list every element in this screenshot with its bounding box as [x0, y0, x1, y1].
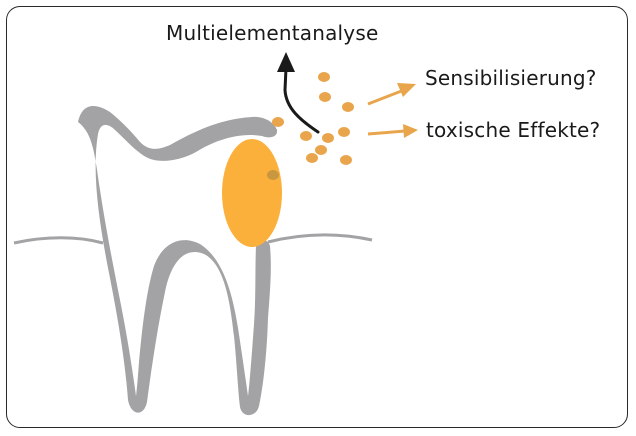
particle: [322, 133, 334, 143]
analysis-label: Multielementanalyse: [166, 22, 378, 44]
sensitization-arrow: [368, 90, 404, 104]
particle: [342, 102, 354, 112]
particle: [315, 145, 327, 155]
particle: [300, 131, 312, 141]
sensitization-arrowhead: [397, 83, 416, 97]
particle: [340, 155, 352, 165]
particle: [319, 92, 331, 102]
particle: [272, 117, 284, 127]
gum-line-right: [268, 235, 372, 242]
amalgam-filling: [222, 139, 282, 247]
toxic-effects-label: toxische Effekte?: [426, 119, 600, 141]
toxic-effects-arrowhead: [403, 124, 418, 138]
analysis-arrowhead: [277, 52, 295, 72]
analysis-arrow: [285, 68, 318, 132]
particle: [338, 127, 350, 137]
particle: [306, 153, 318, 163]
toxic-effects-arrow: [368, 131, 405, 134]
sensitization-label: Sensibilisierung?: [425, 67, 597, 89]
gum-line-left: [14, 238, 103, 243]
particle: [318, 72, 330, 82]
particle: [267, 170, 279, 180]
